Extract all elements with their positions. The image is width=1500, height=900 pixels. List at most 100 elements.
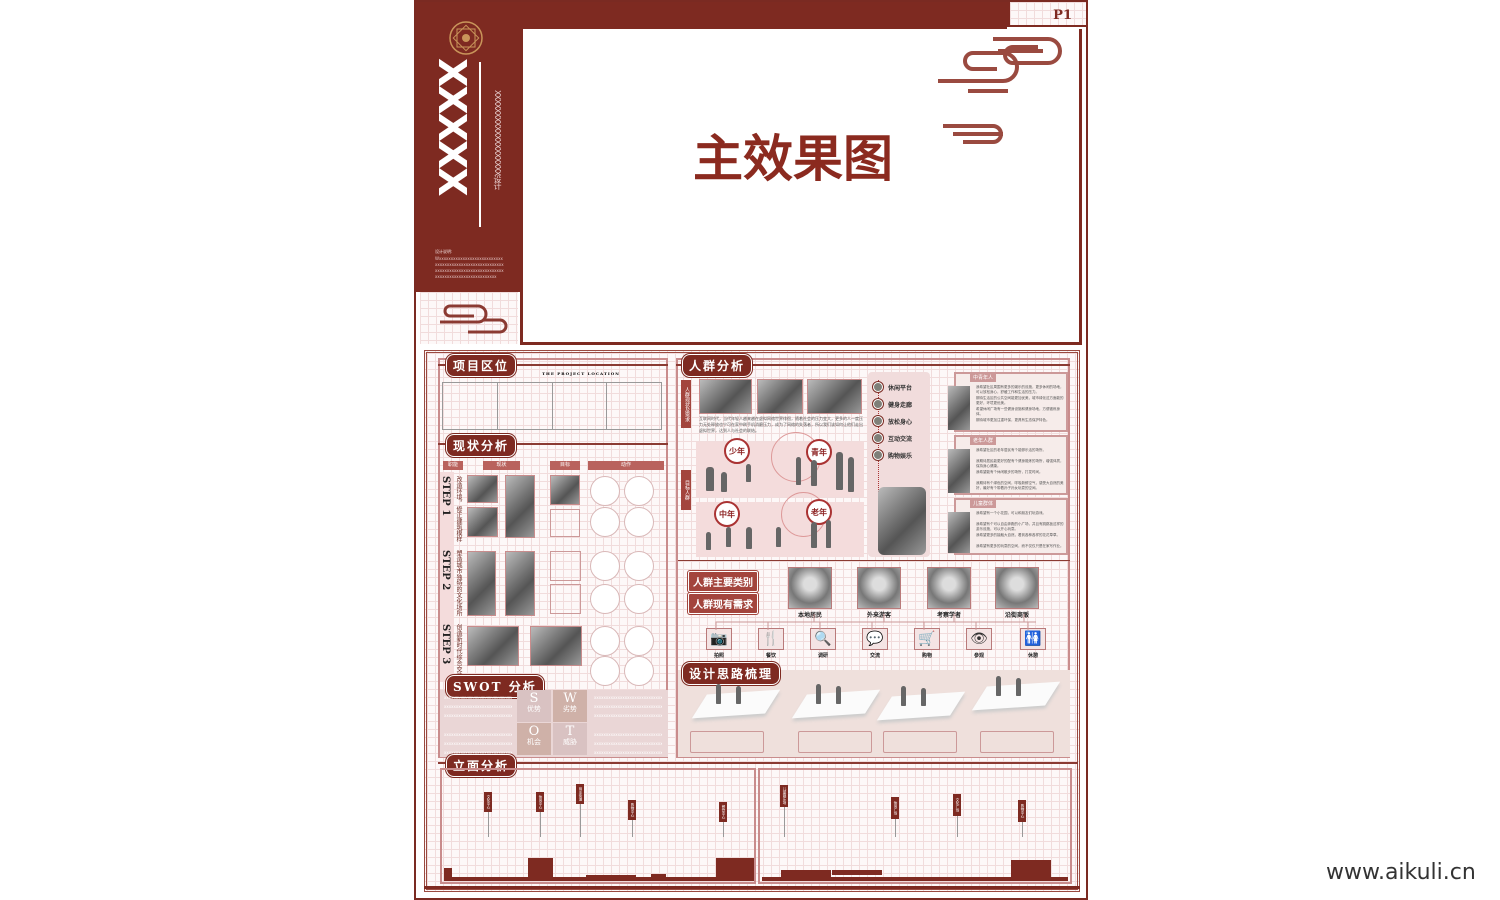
person-silhouette-icon [796,457,801,485]
swot-text: xxxxxxxxxxxxxxxxxxxxxxxxxxxxxxxxxxxxxx [594,750,662,755]
person-silhouette-icon [848,457,854,492]
eye-icon: 👁 [966,628,992,650]
crowd-type-label: 沿街商贩 [1004,612,1029,619]
site-photo [467,551,496,616]
page-number: P1 [1053,8,1072,23]
swot-name: 机会 [527,738,541,746]
col-header: 职能 [443,461,463,470]
swot-text: xxxxxxxxxxxxxxxxxxxxxxxxxxxxxxxxxxxxxx [444,750,512,755]
location-map [443,383,498,429]
age-badge: 老年 [806,499,832,525]
cart-icon: 🛒 [914,628,940,650]
swot-text: xxxxxxxxxxxxxxxxxxxxxxxxxxxxxxxxxxxxxx [444,713,512,718]
need-label: 休憩 [1027,653,1038,659]
design-note-text: Wxxxxxxxxxxxxxxxxxxxxxxxxxxxxxxxxxxxxxxx… [435,256,504,279]
need-label: 调研 [817,653,828,659]
elevation-tag: 商业街道 [576,784,584,804]
person-silhouette-icon [746,464,751,482]
person-silhouette-icon [726,527,731,547]
crowd-paragraph: 互联网时代，当代年轻人越来越在虚拟网络世界徘徊，随着社会的压力变大，更多的人一度… [699,416,863,433]
swot-text: xxxxxxxxxxxxxxxxxxxxxxxxxxxxxxxxxxxxxx [594,713,662,718]
card-line: 我希望能有个休闲散步的场所，打发时间。 [976,470,1043,474]
card-label: 老年人群 [970,436,997,445]
location-map [607,383,661,429]
section-label-design: 设计思路梳理 [682,662,781,685]
site-photo [505,551,535,616]
action-circle [624,656,654,686]
card-label: 儿童群体 [970,499,997,508]
swot-text: xxxxxxxxxxxxxxxxxxxxxxxxxxxxxxxxxxxxxx [444,732,512,737]
person-silhouette-icon [776,527,781,547]
rest-person-icon: 🚻 [1020,628,1046,650]
person-portrait [788,567,832,609]
bottom-rule [424,886,1080,889]
timeline-item: 互动交流 [888,436,913,443]
step-band [440,472,454,682]
section-label-elevation: 立面分析 [446,754,517,777]
poster: XXXXX XXXXXXXXXXXXXXXXXXX设计 设计说明: Wxxxxx… [414,0,1088,900]
card-line: 我希望有个可以自由奔跑的小广场，并且有跳跳板这样的游乐设施，可以开心玩耍。 [976,522,1064,531]
elevation-building [1011,860,1051,878]
person-silhouette-icon [736,686,741,704]
timeline-item: 休闲平台 [888,385,913,392]
timeline-line [878,380,879,550]
person-silhouette-icon [816,684,821,704]
cloud-ornament-icon [440,304,508,334]
elevation-left [440,768,756,884]
person-silhouette-icon [716,684,721,704]
elevation-building [781,870,831,877]
step-desc: 塑造城市独特的文化场所 [455,550,462,616]
crowd-type-label: 外来游客 [866,612,891,619]
design-note-label: 设计说明: [435,249,453,254]
swot-text: xxxxxxxxxxxxxxxxxxxxxxxxxxxxxxxxxxxxxx [594,732,662,737]
swot-letter: S [529,691,539,706]
watermark: www.aikuli.cn [1326,860,1476,885]
right-column [676,358,1070,758]
elevation-pointer [580,784,581,837]
elevation-building [528,858,553,878]
crowd-type-label: 本地居民 [797,612,822,619]
person-silhouette-icon [826,520,831,548]
design-caption-box [690,731,764,753]
section-label-crowd: 人群分析 [682,354,753,377]
card-line: 我希望社区的老年居民有个能够乐活的场所。 [976,448,1046,452]
card-line: 期待生活区的公共空间能更加优美，城市绿化这方面能的更好，环境更优美。 [976,396,1064,405]
step-desc: 创造新时代综合交往空间 [455,624,462,690]
stress-photo [807,379,862,414]
sidebar: XXXXX XXXXXXXXXXXXXXXXXXX设计 设计说明: Wxxxxx… [416,2,520,292]
action-circle [624,507,654,537]
person-silhouette-icon [721,472,727,492]
project-title: XXXXX [430,58,474,195]
crowd-types-button[interactable]: 人群主要类别 [688,571,758,592]
timeline-dot-icon [873,416,883,426]
person-silhouette-icon [1016,678,1021,696]
need-label: 交流 [869,653,880,659]
stress-photo [757,379,803,414]
crowd-card: 中青年人我希望社区周围有更多的娱乐的设施，更多休闲的场地，可以放松身心，舒缓工作… [948,372,1068,432]
section-label-location: 项目区位 [446,354,517,377]
elevation-right [758,768,1072,884]
couple-photo [878,487,926,555]
card-label: 中青年人 [970,373,997,382]
elevation-building [651,874,666,878]
connector-lines [715,614,1036,630]
elevation-building [832,870,882,875]
swot-text: xxxxxxxxxxxxxxxxxxxxxxxxxxxxxxxxxxxxxx [444,741,512,746]
person-silhouette-icon [706,467,714,491]
site-photo [467,507,498,537]
swot-text: xxxxxxxxxxxxxxxxxxxxxxxxxxxxxxxxxxxxxx [594,695,662,700]
site-photo [467,475,498,503]
crowd-needs-button[interactable]: 人群现有需求 [688,593,758,614]
card-line: 我期待有个绿色的空间，呼吸新鲜空气，感受大自然的美好，最好有个带着孙子孙女玩耍的… [976,481,1064,490]
swot-text: xxxxxxxxxxxxxxxxxxxxxxxxxxxxxxxxxxxxxx [594,704,662,709]
step-label: STEP 3 [440,624,451,665]
elevation-tag: 文化广场 [953,794,961,816]
left-column [438,358,668,758]
timeline-item: 健身走廊 [888,402,913,409]
elevation-building [444,877,754,881]
swot-text: xxxxxxxxxxxxxxxxxxxxxxxxxxxxxxxxxxxxxx [444,695,512,700]
design-caption-box [980,731,1054,753]
step-label: STEP 1 [440,476,451,517]
